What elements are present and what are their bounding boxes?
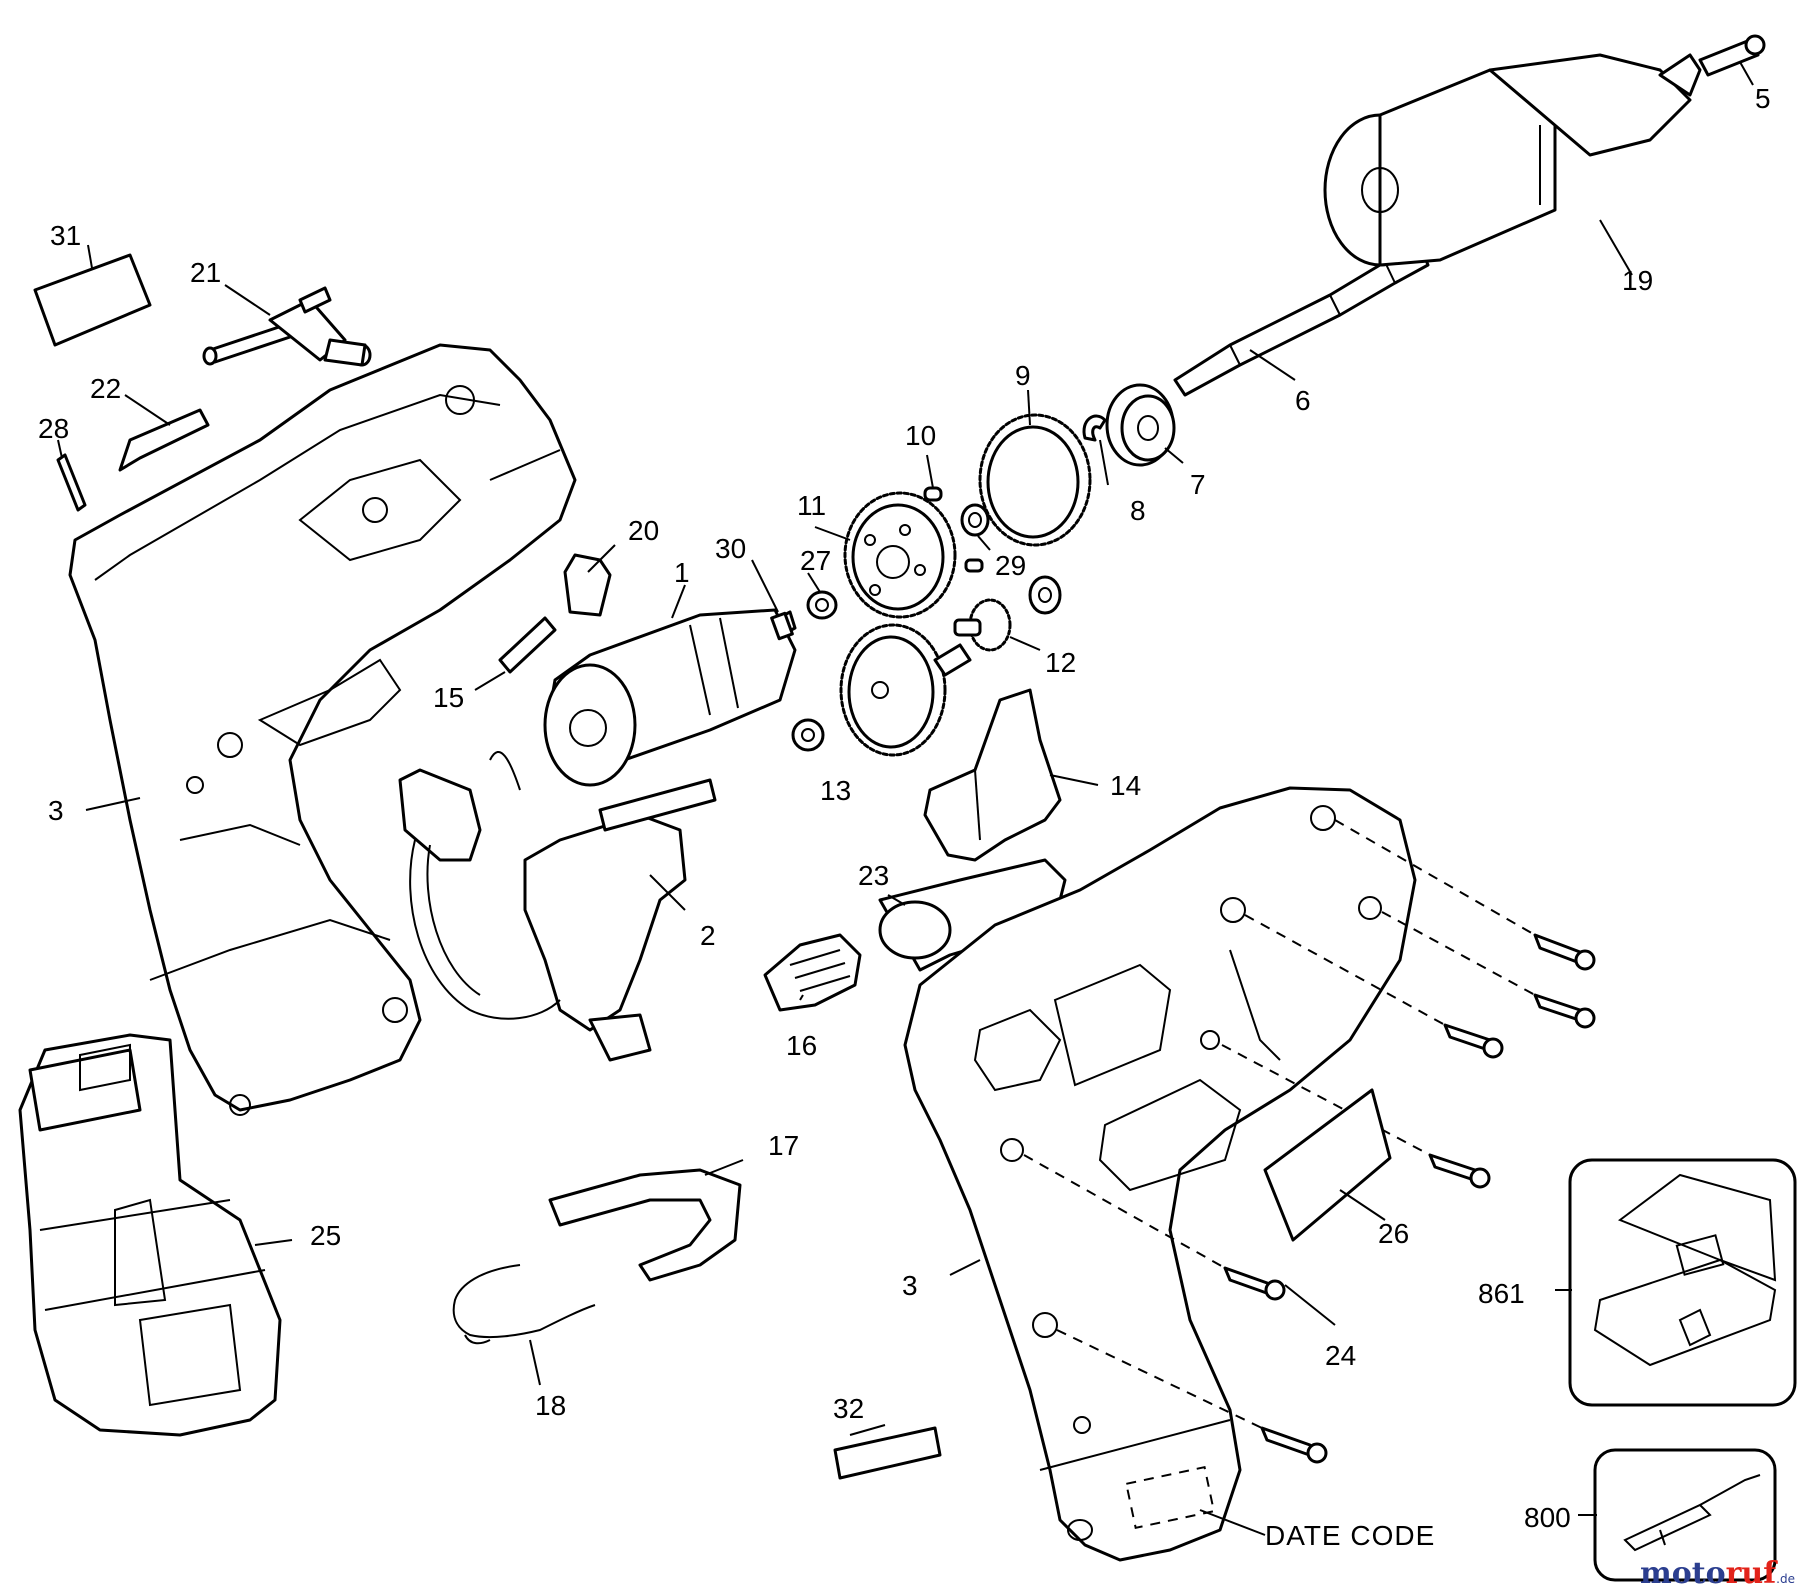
part-11-gear	[843, 491, 957, 619]
callout-3-right: 3	[902, 1270, 918, 1301]
part-12-pinion-gear	[953, 575, 1062, 652]
callout-20: 20	[628, 515, 659, 546]
callout-19: 19	[1622, 265, 1653, 296]
part-7-ball-bearing	[1105, 383, 1176, 467]
callout-30: 30	[715, 533, 746, 564]
callout-16: 16	[786, 1030, 817, 1061]
callout-29: 29	[995, 550, 1026, 581]
part-21-chuck-key	[202, 286, 372, 367]
part-14-gear-case	[923, 688, 1062, 862]
callout-10: 10	[905, 420, 936, 451]
part-13-bearing	[791, 718, 825, 752]
part-11-lower-gear	[839, 623, 972, 757]
part-1-motor	[543, 608, 797, 787]
callout-861: 861	[1478, 1278, 1525, 1309]
part-3-left-housing	[68, 343, 577, 1116]
part-6-spindle	[1173, 243, 1430, 397]
callout-24: 24	[1325, 1340, 1356, 1371]
part-861-carrying-case	[1568, 1158, 1797, 1407]
callout-1: 1	[674, 557, 690, 588]
callout-2: 2	[700, 920, 716, 951]
date-code-label: DATE CODE	[1265, 1520, 1435, 1551]
callout-25: 25	[310, 1220, 341, 1251]
callout-27: 27	[800, 545, 831, 576]
screw-alignment-lines	[1023, 819, 1536, 1429]
part-27-bearing	[806, 590, 838, 620]
part-29-washer	[960, 503, 990, 573]
callout-6: 6	[1295, 385, 1311, 416]
callout-26: 26	[1378, 1218, 1409, 1249]
callout-32: 32	[833, 1393, 864, 1424]
callout-800: 800	[1524, 1502, 1571, 1533]
part-30-pinion	[770, 611, 794, 641]
callout-15: 15	[433, 682, 464, 713]
callout-numbers: 31 21 22 28 20 30 1 15 3 2 27 11 10 9 29…	[38, 83, 1771, 1551]
callout-21: 21	[190, 257, 221, 288]
callout-3-left: 3	[48, 795, 64, 826]
leader-lines	[57, 61, 1754, 1536]
part-3-right-housing	[903, 786, 1417, 1562]
callout-17: 17	[768, 1130, 799, 1161]
watermark-suffix: .de	[1776, 1572, 1795, 1586]
callout-14: 14	[1110, 770, 1141, 801]
watermark-logo: motoruf.de	[1640, 1556, 1795, 1591]
part-10-pin	[923, 486, 943, 502]
callout-5: 5	[1755, 83, 1771, 114]
watermark-part1: moto	[1640, 1556, 1726, 1591]
part-17-terminal-clip	[548, 1168, 742, 1282]
callout-28: 28	[38, 413, 69, 444]
part-32-label	[833, 1426, 942, 1480]
part-9-gear	[978, 413, 1092, 547]
part-25-battery-pack	[18, 1033, 282, 1437]
part-28-pin	[56, 453, 87, 512]
part-19-chuck	[1323, 53, 1702, 267]
part-22-screwdriver-bit	[118, 408, 210, 472]
callout-23: 23	[858, 860, 889, 891]
callout-13: 13	[820, 775, 851, 806]
callout-11: 11	[797, 490, 826, 521]
part-26-label	[1263, 1088, 1392, 1242]
part-8-retaining-ring	[1082, 414, 1107, 442]
callout-8: 8	[1130, 495, 1146, 526]
callout-12: 12	[1045, 647, 1076, 678]
part-16-reverse-button	[763, 933, 862, 1012]
part-5-chuck-screw	[1698, 34, 1766, 77]
svg-text:motoruf.de: motoruf.de	[1640, 1556, 1795, 1591]
callout-22: 22	[90, 373, 121, 404]
watermark-part2: ruf	[1726, 1556, 1779, 1591]
part-31-label-plate	[33, 253, 152, 347]
callout-18: 18	[535, 1390, 566, 1421]
callout-7: 7	[1190, 469, 1206, 500]
part-20-clip	[563, 553, 612, 617]
part-24-screws	[1223, 933, 1596, 1464]
part-2-switch	[398, 751, 717, 1062]
part-18-wire-spring	[452, 1264, 596, 1345]
part-15-contact	[498, 616, 557, 674]
callout-31: 31	[50, 220, 81, 251]
callout-9: 9	[1015, 360, 1031, 391]
